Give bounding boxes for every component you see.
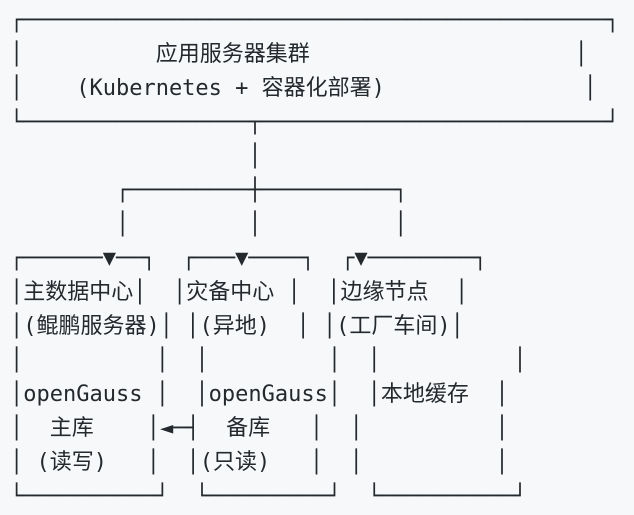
ascii-line-node-spacer: │ │ │ │ │ │ — [10, 348, 527, 373]
ascii-line-trunk: │ — [10, 144, 262, 169]
ascii-line-top-border: ┌───────────────────────────────────────… — [10, 8, 620, 33]
ascii-line-node-bottoms: └──────────┘ └─────────┘ └──────────┘ — [10, 484, 527, 509]
ascii-line-box-bottom-tee: └─────────────────┬─────────────────────… — [10, 110, 620, 135]
ascii-line-branch-drops: │ │ │ — [10, 212, 408, 237]
ascii-line-node-db: │openGauss │ │openGauss│ │本地缓存 │ — [10, 382, 509, 407]
ascii-line-node-tops: ┌──────▼──┐ ┌───▼────┐ ┌▼────────┐ — [10, 246, 487, 271]
ascii-line-branch: ┌─────────┼──────────┐ — [10, 178, 408, 203]
ascii-line-node-titles: │主数据中心│ │灾备中心 │ │边缘节点 │ — [10, 280, 469, 305]
ascii-line-app-cluster-subtitle: │ (Kubernetes + 容器化部署) │ — [10, 76, 597, 101]
ascii-line-node-roles-arrow: │ 主库 │◄─┤ 备库 │ │ │ — [10, 416, 509, 441]
code-pre: ┌───────────────────────────────────────… — [10, 4, 634, 514]
ascii-line-node-modes: │ (读写) │ │(只读) │ │ │ — [10, 450, 509, 475]
ascii-line-node-subtitles: │(鲲鹏服务器)│ │(异地) │ │(工厂车间)│ — [10, 314, 464, 339]
ascii-line-app-cluster-title: │ 应用服务器集群 │ — [10, 42, 588, 67]
